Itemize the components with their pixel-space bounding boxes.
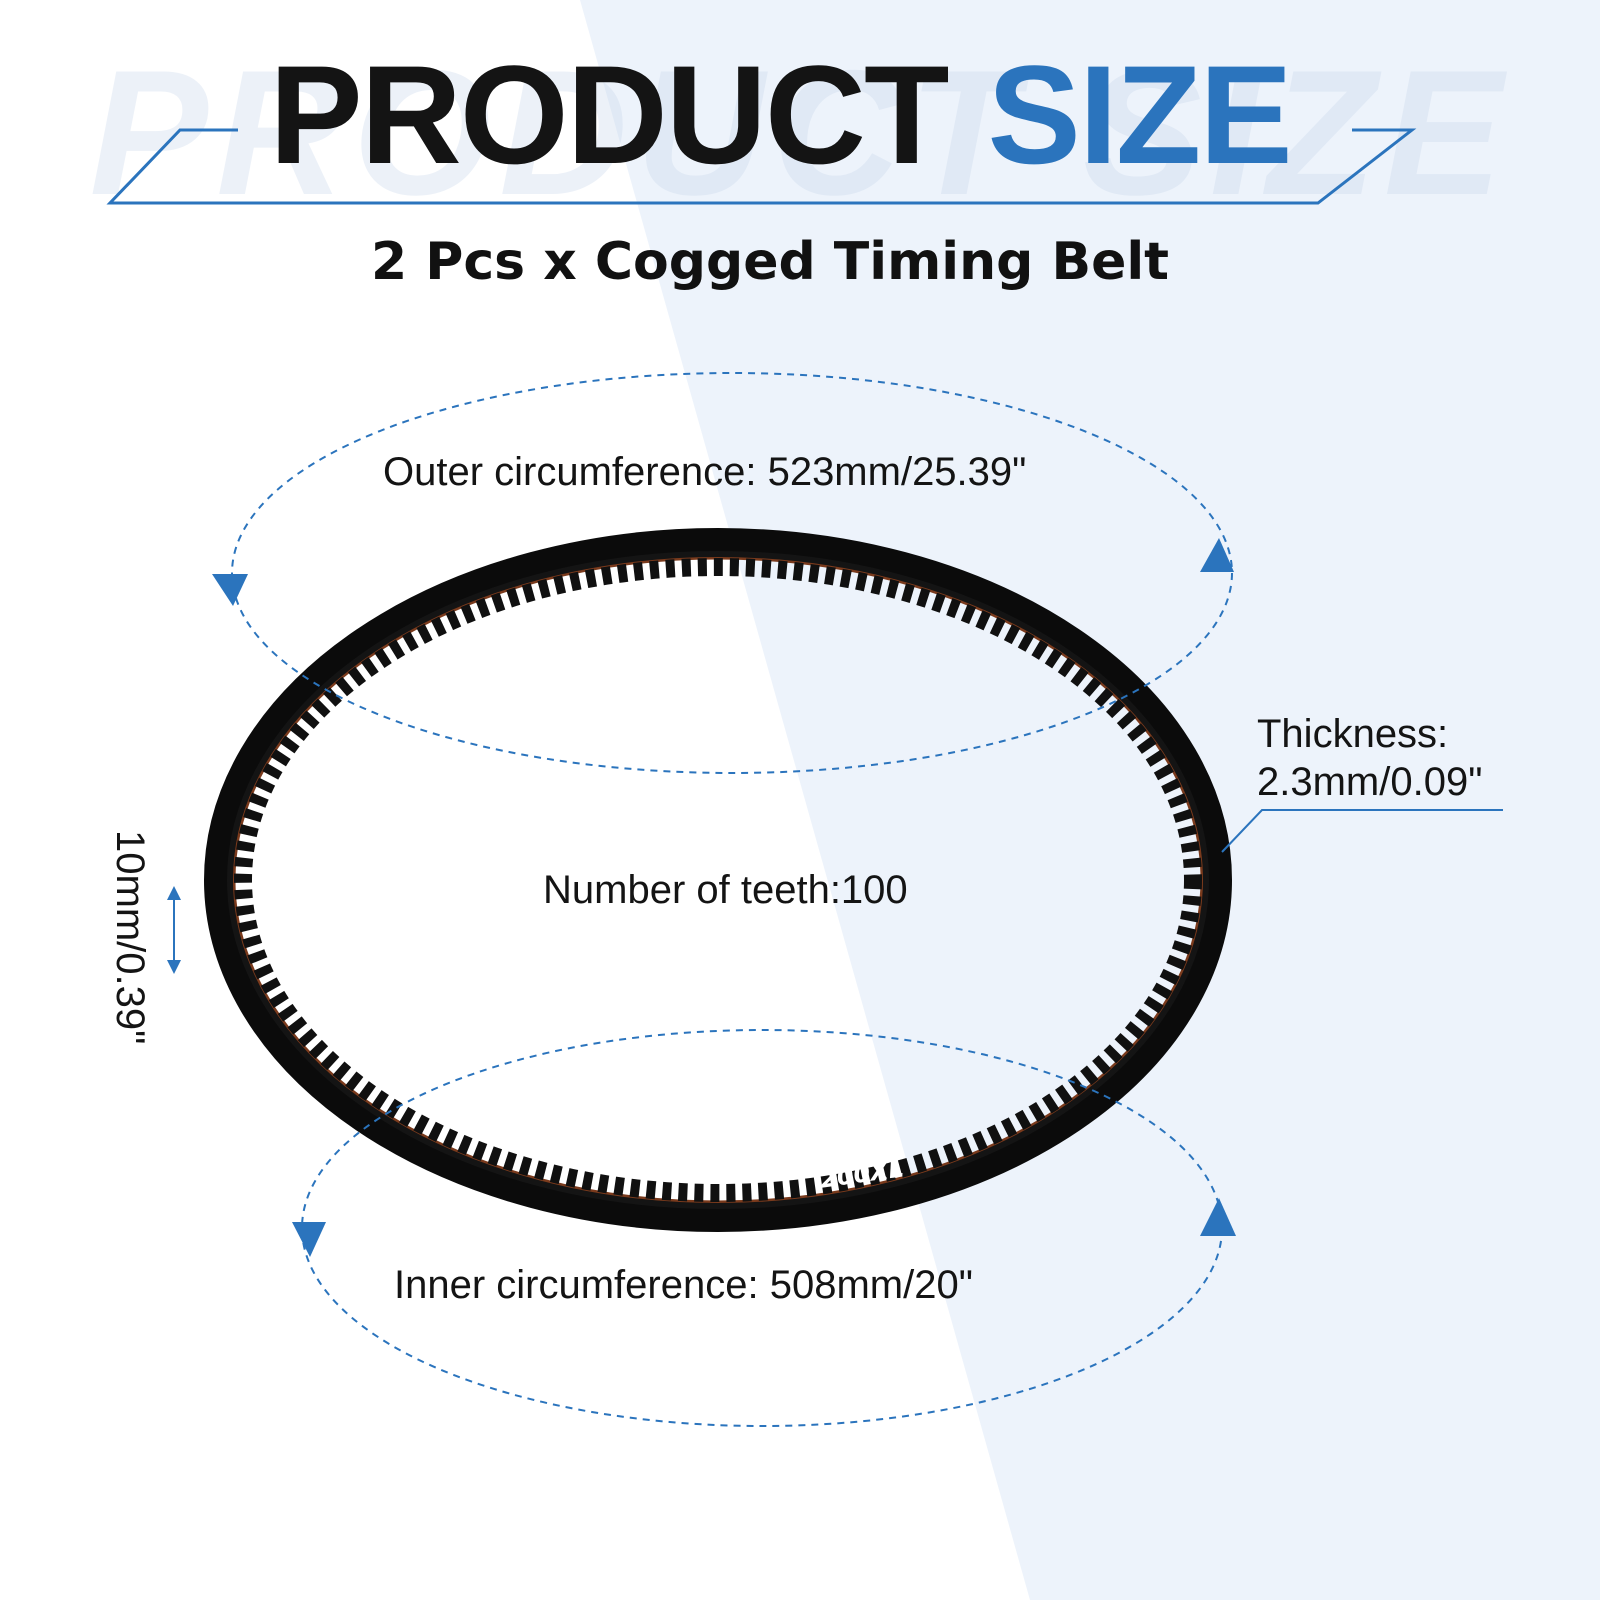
- watermark-text: PRODUCT SIZE: [89, 33, 1511, 232]
- product-subtitle: 2 Pcs x Cogged Timing Belt: [370, 232, 1170, 292]
- width-label: 10mm/0.39": [108, 830, 152, 1045]
- arrow-up-right-icon: [1200, 538, 1234, 572]
- width-double-arrow-icon: [167, 886, 181, 974]
- thickness-label: Thickness: 2.3mm/0.09": [1257, 710, 1482, 806]
- title-frame: [106, 128, 1417, 205]
- timing-belt: [204, 528, 1232, 1232]
- title-word-size: SIZE: [987, 36, 1293, 193]
- thickness-leader: [1221, 809, 1503, 853]
- thickness-value: 2.3mm/0.09": [1257, 760, 1483, 804]
- arrow-up-right-icon: [1200, 1198, 1236, 1236]
- outer-circumference-label: Outer circumference: 523mm/25.39": [383, 450, 1027, 494]
- thickness-title: Thickness:: [1257, 712, 1449, 756]
- inner-circumference-label: Inner circumference: 508mm/20": [394, 1263, 973, 1307]
- arrow-down-left-icon: [292, 1222, 326, 1257]
- inner-circumference-indicator: [292, 1029, 1236, 1427]
- outer-circumference-indicator: [212, 372, 1234, 774]
- title-word-product: PRODUCT: [269, 36, 949, 193]
- teeth-count-label: Number of teeth:100: [543, 868, 908, 912]
- arrow-down-left-icon: [212, 574, 248, 606]
